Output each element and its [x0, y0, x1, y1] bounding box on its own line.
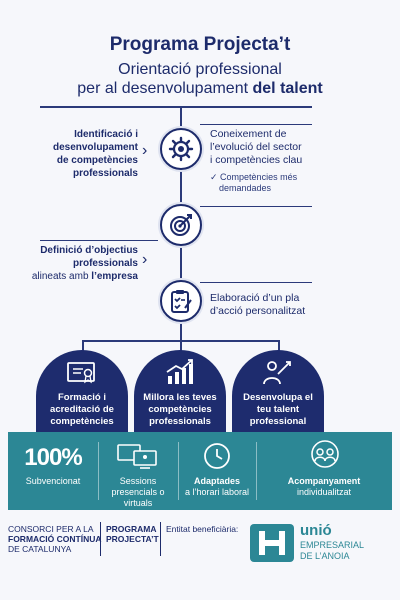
subtitle-bold: del talent	[252, 80, 323, 97]
footer-org-line: CONSORCI PER A LA	[8, 524, 94, 534]
footer-org-line: DE CATALUNYA	[8, 544, 72, 554]
step1-right-line: l’evolució del sector	[210, 141, 302, 153]
connector-line	[180, 322, 182, 340]
benefit-label-bold: Acompanyament	[287, 476, 361, 486]
page-title: Programa Projecta’t	[109, 34, 291, 55]
step1-note-line: ✓ Competències més	[210, 172, 298, 182]
footer-program-line: PROJECTA’T	[106, 534, 159, 544]
connector-line	[180, 246, 182, 280]
benefit-label: Subvencionat	[25, 476, 81, 486]
footer-program-line: PROGRAMA	[106, 524, 157, 534]
gear-icon	[168, 136, 194, 162]
footer-org: CONSORCI PER A LA FORMACIÓ CONTÍNUA DE C…	[8, 524, 104, 554]
benefit-sessions: Sessions presencials o virtuals	[98, 432, 178, 510]
benefit-label: individualitzat	[296, 487, 352, 497]
step2-left-bold: l’empresa	[91, 271, 138, 282]
chevron-right-icon: ›	[142, 251, 148, 268]
benefit-label: a l’horari laboral	[184, 487, 250, 497]
page-subtitle: Orientació professional per al desenvolu…	[0, 60, 400, 98]
step1-right-line: i competències clau	[210, 154, 303, 166]
step1-left-line: desenvolupament	[52, 142, 138, 153]
step3-right-line: Elaboració d’un pla	[210, 292, 300, 304]
growth-chart-icon	[166, 359, 193, 384]
step1-left-line: professionals	[72, 168, 138, 179]
pillar-improvement: Millora les teves competències professio…	[134, 350, 226, 438]
pillar-certification: Formació i acreditació de competències	[36, 350, 128, 438]
step1-right-line: Coneixement de	[210, 128, 287, 140]
step1-left-line: de competències	[56, 155, 138, 166]
step1-right-text: Coneixement de l’evolució del sector i c…	[210, 128, 370, 167]
side-line	[40, 240, 158, 241]
step2-left-line: professionals	[72, 258, 138, 269]
target-icon	[170, 214, 192, 236]
connector-line	[180, 106, 182, 128]
step1-left-line: Identificació i	[74, 129, 138, 140]
footer-program: PROGRAMA PROJECTA’T	[106, 524, 166, 544]
logo-subtitle: EMPRESARIAL DE L’ANOIA	[300, 540, 364, 562]
chevron-right-icon: ›	[142, 142, 148, 159]
step-circle-target	[160, 204, 202, 246]
benefits-band	[8, 432, 392, 510]
step2-left-text: Definició d’objectius professionals alin…	[20, 244, 138, 283]
footer-divider	[100, 522, 101, 556]
step1-note-line: demandades	[219, 183, 272, 193]
side-line	[200, 206, 312, 207]
logo-subtitle-line: DE L’ANOIA	[300, 551, 350, 561]
logo-name: unió	[300, 522, 332, 539]
side-line	[200, 124, 312, 125]
side-line	[200, 282, 312, 283]
top-divider	[40, 106, 312, 108]
step3-right-text: Elaboració d’un pla d’acció personalitza…	[210, 292, 370, 318]
step-circle-gear	[160, 128, 202, 170]
union-logo-mark	[250, 524, 294, 562]
step2-left-line: alineats amb	[31, 271, 89, 282]
pillar-label: Desenvolupa el teu talent professional	[243, 392, 313, 427]
people-icon	[311, 440, 339, 468]
logo-icon	[259, 531, 285, 555]
certificate-icon	[67, 362, 95, 384]
subtitle-line-2: per al desenvolupament	[77, 80, 249, 97]
beneficiary-label: Entitat beneficiària:	[166, 524, 239, 534]
step-circle-plan	[160, 280, 202, 322]
subtitle-line-1: Orientació professional	[118, 61, 282, 78]
benefit-coaching: Acompanyament individualitzat	[256, 432, 392, 510]
logo-subtitle-line: EMPRESARIAL	[300, 540, 365, 550]
footer-divider	[160, 522, 161, 556]
benefit-label: Sessions presencials o virtuals	[111, 476, 165, 508]
pillar-label: Millora les teves competències professio…	[143, 392, 217, 427]
benefit-adapted: Adaptades a l’horari laboral	[178, 432, 256, 510]
devices-icon	[117, 444, 157, 469]
step1-note: ✓ Competències més demandades	[210, 172, 370, 194]
connector-line	[82, 340, 84, 352]
connector-line	[180, 340, 182, 352]
band-separator	[98, 442, 99, 500]
step2-left-line: Definició d’objectius	[40, 245, 138, 256]
band-separator	[256, 442, 257, 500]
presenter-icon	[263, 361, 291, 385]
footer-org-line: FORMACIÓ CONTÍNUA	[8, 534, 102, 544]
pillar-label: Formació i acreditació de competències	[50, 392, 114, 427]
percent-value: 100%	[24, 444, 82, 471]
step1-left-text: Identificació i desenvolupament de compe…	[28, 128, 138, 180]
connector-line	[180, 170, 182, 206]
clipboard-icon	[171, 290, 192, 313]
benefit-subsidized: 100% Subvencionat	[8, 432, 98, 510]
band-separator	[178, 442, 179, 500]
clock-icon	[204, 443, 230, 469]
connector-line	[278, 340, 280, 352]
step3-right-line: d’acció personalitzat	[210, 305, 306, 317]
benefit-label-bold: Adaptades	[193, 476, 240, 486]
pillar-talent: Desenvolupa el teu talent professional	[232, 350, 324, 438]
